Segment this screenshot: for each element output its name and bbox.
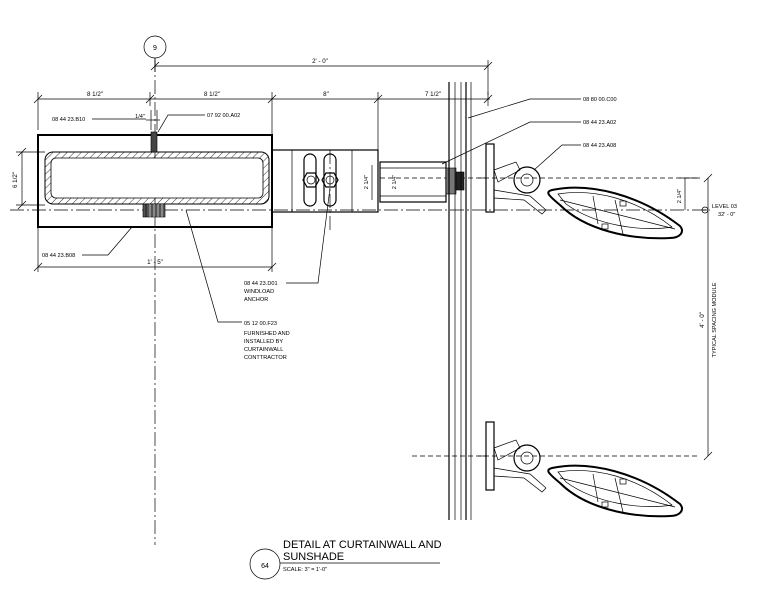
anchor-bracket xyxy=(271,149,379,213)
detail-number: 64 xyxy=(261,563,269,570)
detail-number-bubble xyxy=(249,548,281,580)
level-marker: LEVEL 03 32' - 0" xyxy=(701,204,737,218)
sunshade-blade-upper xyxy=(547,186,683,240)
bracket-dimension-label: 2 1/4" xyxy=(364,175,370,189)
steel-tube-section xyxy=(44,151,270,205)
callout-a02-top-label: 07 92 00.A02 xyxy=(207,113,240,119)
left-vertical-label: 6 1/2" xyxy=(12,172,19,188)
callout-b10: 08 44 23.B10 xyxy=(52,117,146,123)
detail-title-block: 64 DETAIL AT CURTAINWALL AND SUNSHADE SC… xyxy=(249,539,442,580)
callout-d01-label: 08 44 23.D01 xyxy=(244,281,278,287)
callout-b08: 08 44 23.B08 xyxy=(42,226,133,259)
detail-scale: SCALE: 3" = 1'-0" xyxy=(283,567,327,573)
bracket-dimension-label-2: 2 1/4" xyxy=(392,175,398,189)
dimension-string-top: 8 1/2" 8 1/2" 8" 7 1/2" xyxy=(33,91,493,150)
dimension-label-3: 8" xyxy=(323,91,329,98)
sunshade-arm-lower xyxy=(493,439,547,493)
module-dimension: 4' - 0" TYPICAL SPACING MODULE xyxy=(699,173,718,461)
callout-a02-right: 08 44 23.A02 xyxy=(441,120,616,165)
quarter-inch-dimension: 1/4" xyxy=(135,110,160,130)
mullion-cap xyxy=(445,167,465,195)
mullion-extension xyxy=(379,161,447,203)
level-elevation: 32' - 0" xyxy=(718,212,735,218)
sunshade-outrigger-plate-lower xyxy=(478,421,495,491)
callout-f23-line4: CURTAINWALL xyxy=(244,347,283,353)
level-name: LEVEL 03 xyxy=(712,204,737,210)
slotted-hole-left xyxy=(303,153,317,207)
fin-offset-label: 2 1/4" xyxy=(677,189,683,203)
callout-d01-line2: WINDLOAD xyxy=(244,289,274,295)
callout-c00-label: 08 80 00.C00 xyxy=(583,97,617,103)
bracket-dimension: 2 1/4" xyxy=(364,165,373,200)
callout-b08-label: 08 44 23.B08 xyxy=(42,253,75,259)
quarter-inch-label: 1/4" xyxy=(135,114,145,120)
detail-title-line2: SUNSHADE xyxy=(283,551,344,563)
callout-f23-line5: CONTTRACTOR xyxy=(244,355,287,361)
callout-f23: 05 12 00.F23 FURNISHED AND INSTALLED BY … xyxy=(185,209,290,361)
bolt-nut-left xyxy=(302,172,320,188)
callout-f23-line3: INSTALLED BY xyxy=(244,339,283,345)
curtainwall-glazing xyxy=(448,82,472,520)
fin-offset-dimension: 2 1/4" xyxy=(677,177,700,210)
callout-c00: 08 80 00.C00 xyxy=(467,97,617,119)
callout-d01: 08 44 23.D01 WINDLOAD ANCHOR xyxy=(244,187,331,303)
bottom-width-dimension: 1' - 5" xyxy=(33,227,277,272)
sunshade-blade-lower xyxy=(547,464,683,518)
module-dimension-name: TYPICAL SPACING MODULE xyxy=(712,282,718,357)
detail-title-line1: DETAIL AT CURTAINWALL AND xyxy=(283,539,442,551)
dimension-label-4: 7 1/2" xyxy=(425,91,441,98)
grid-bubble-label: 9 xyxy=(153,45,157,52)
callout-a08: 08 44 23.A08 xyxy=(533,143,616,171)
callout-b10-label: 08 44 23.B10 xyxy=(52,117,85,123)
callout-a08-label: 08 44 23.A08 xyxy=(583,143,616,149)
bracket-dimension-2: 2 1/4" xyxy=(392,175,398,189)
callout-f23-label: 05 12 00.F23 xyxy=(244,321,277,327)
module-dimension-label: 4' - 0" xyxy=(699,312,706,328)
bottom-width-label: 1' - 5" xyxy=(147,259,163,266)
callout-d01-line3: ANCHOR xyxy=(244,297,268,303)
left-vertical-dimension: 6 1/2" xyxy=(12,147,45,210)
dimension-label-2: 8 1/2" xyxy=(204,91,220,98)
slotted-hole-right xyxy=(323,153,337,207)
bolt-nut-right xyxy=(321,172,339,188)
callout-f23-line2: FURNISHED AND xyxy=(244,331,290,337)
overall-dimension: 2' - 0" xyxy=(150,58,493,95)
callout-a02-top: 07 92 00.A02 xyxy=(157,113,240,133)
dimension-label-1: 8 1/2" xyxy=(87,91,103,98)
sunshade-outrigger-plate-upper xyxy=(478,143,495,213)
bottom-bolt xyxy=(142,203,166,218)
callout-a02-right-label: 08 44 23.A02 xyxy=(583,120,616,126)
embed-plate xyxy=(150,131,158,153)
overall-dimension-label: 2' - 0" xyxy=(312,58,328,65)
sunshade-arm-upper xyxy=(493,161,547,215)
